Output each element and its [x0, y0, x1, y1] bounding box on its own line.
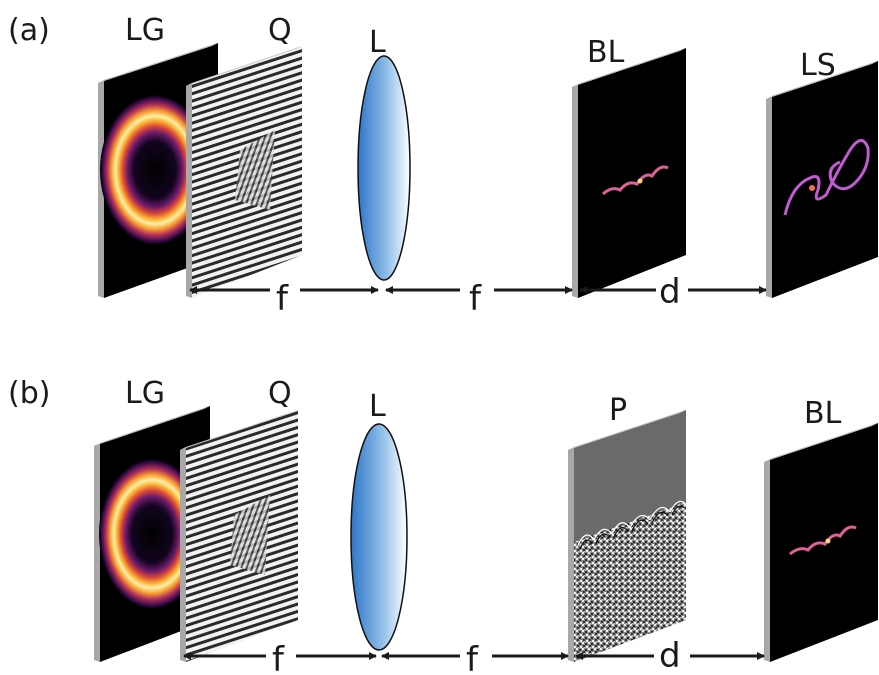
- panel-label: (b): [8, 376, 50, 411]
- lg-label: LG: [125, 13, 165, 48]
- lg-label: LG: [125, 376, 165, 411]
- bl-plate: [764, 423, 878, 662]
- q-label: Q: [268, 376, 292, 411]
- q-plate: [186, 46, 302, 298]
- q-plate: [180, 410, 298, 662]
- lens: [357, 55, 411, 281]
- p-plate: [568, 410, 687, 662]
- donut-beam-profile: [100, 95, 210, 245]
- fifth-label: BL: [804, 396, 842, 431]
- fourth-label: BL: [587, 35, 625, 70]
- distance-label-f2: f: [466, 640, 479, 671]
- distance-label-f1: f: [276, 279, 289, 319]
- distance-label-d: d: [659, 272, 681, 312]
- beam-trace: [789, 525, 857, 556]
- fourth-label: P: [609, 393, 627, 428]
- fifth-label: LS: [800, 48, 836, 83]
- beam-trace: [602, 165, 669, 196]
- spiral-trace: [783, 139, 870, 216]
- q-label: Q: [268, 13, 292, 48]
- distance-label-f1: f: [272, 640, 285, 671]
- donut-beam-profile: [99, 459, 205, 609]
- lens-label: L: [369, 25, 386, 60]
- panel-a: (a) LG Q L: [8, 13, 878, 319]
- phase-arcs: [577, 500, 687, 546]
- distance-label-f2: f: [469, 279, 482, 319]
- lens: [350, 423, 408, 651]
- lens-label: L: [369, 389, 386, 424]
- panel-b: (b) LG Q L: [8, 376, 878, 675]
- ls-plate: [766, 61, 878, 298]
- panel-label: (a): [8, 13, 50, 48]
- distance-label-d: d: [659, 636, 681, 671]
- bl-plate: [572, 48, 686, 298]
